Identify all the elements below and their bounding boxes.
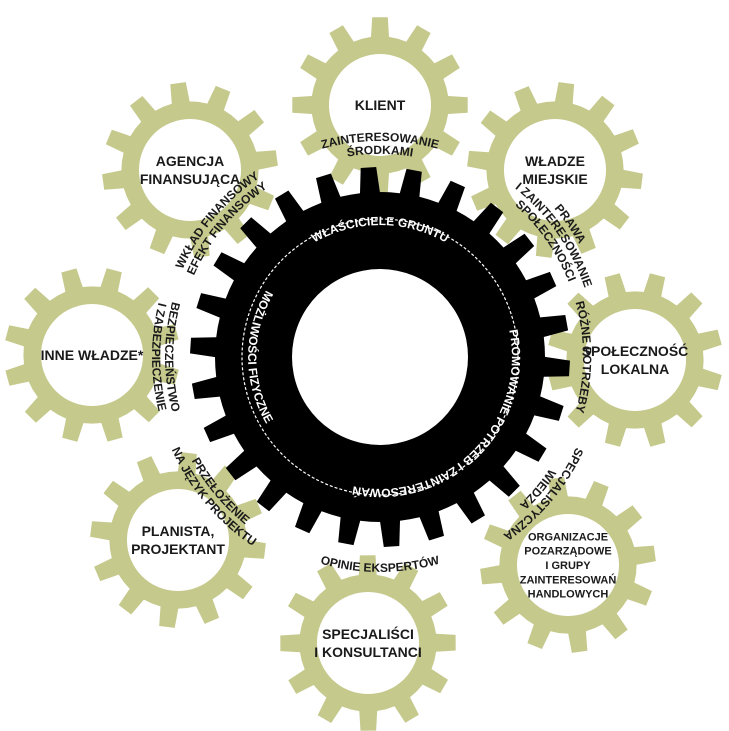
gear-organizacje-label-line: ZAINTERESOWAŃ <box>520 573 617 586</box>
gear-spolecznosc-lokalna-hub <box>583 308 687 412</box>
gear-planista-label-line: PLANISTA, <box>142 523 215 539</box>
gear-wladze-miejskie: WŁADZE MIEJSKIE <box>467 82 643 258</box>
connection-opinie-ekspertow: OPINIE EKSPERTÓW <box>319 553 441 575</box>
gear-agencja-label-line: AGENCJA <box>156 153 224 169</box>
gear-klient: KLIENT <box>292 17 468 193</box>
gear-inne-wladze: INNE WŁADZE* <box>5 268 179 442</box>
gear-agencja: AGENCJA FINANSUJĄCA <box>102 82 278 258</box>
gear-inne-wladze-label-line: INNE WŁADZE* <box>41 347 144 363</box>
gear-klient-label-line: KLIENT <box>355 97 406 113</box>
gear-planista: PLANISTA, PROJEKTANT <box>90 452 266 628</box>
gear-wladze-miejskie-label-line: MIEJSKIE <box>522 171 587 187</box>
gear-agencja-hub <box>138 118 242 222</box>
gear-spolecznosc-lokalna: SPOŁECZNOŚĆ LOKALNA <box>548 273 722 447</box>
center-gear-dashed-ring <box>241 218 519 496</box>
gear-wladze-miejskie-hub <box>503 118 607 222</box>
gear-specjalisci: SPECJALIŚCI I KONSULTANCI <box>280 555 456 731</box>
gear-organizacje: ORGANIZACJE POZARZĄDOWE I GRUPYZAINTERESOW… <box>480 477 656 653</box>
gear-specjalisci-label-line: I KONSULTANCI <box>314 644 422 660</box>
gear-planista-label-line: PROJEKTANT <box>131 541 225 557</box>
gear-organizacje-hub <box>516 513 620 617</box>
gear-spolecznosc-lokalna-label-line: LOKALNA <box>601 361 669 377</box>
center-gear-hub <box>292 269 468 445</box>
gear-specjalisci-label-line: SPECJALIŚCI <box>322 625 414 642</box>
gear-organizacje-label-line: I GRUPY <box>545 560 591 572</box>
gear-planista-hub <box>126 488 230 592</box>
connection-label-line: BEZPIECZEŃSTWO <box>162 301 183 413</box>
gear-agencja-label-line: FINANSUJĄCA <box>140 171 240 187</box>
outer-gears-layer: KLIENT WŁADZE MIEJSKIE SPOŁECZNOŚĆ LOKALNA OR… <box>5 17 722 731</box>
gear-organizacje-label-line: ORGANIZACJE <box>528 531 608 543</box>
connection-label-line: RÓŻNE POTRZEBY <box>573 300 594 415</box>
gear-klient-hub <box>328 53 432 157</box>
gear-wladze-miejskie-label-line: WŁADZE <box>525 153 585 169</box>
gear-specjalisci-hub <box>316 591 420 695</box>
connection-label-line: ŚRODKAMI <box>346 143 415 160</box>
gear-organizacje-label-line: POZARZĄDOWE <box>524 546 611 558</box>
connection-rozne-potrzeby: RÓŻNE POTRZEBY <box>573 300 594 415</box>
gear-organizacje-label-line: HANDLOWYCH <box>528 589 609 601</box>
gear-spolecznosc-lokalna-label-line: SPOŁECZNOŚĆ <box>582 342 689 359</box>
connection-label-line: I ZABEZPIECZENIE <box>149 302 169 413</box>
connection-label-line: OPINIE EKSPERTÓW <box>319 553 441 575</box>
gear-inne-wladze-hub <box>40 303 144 407</box>
